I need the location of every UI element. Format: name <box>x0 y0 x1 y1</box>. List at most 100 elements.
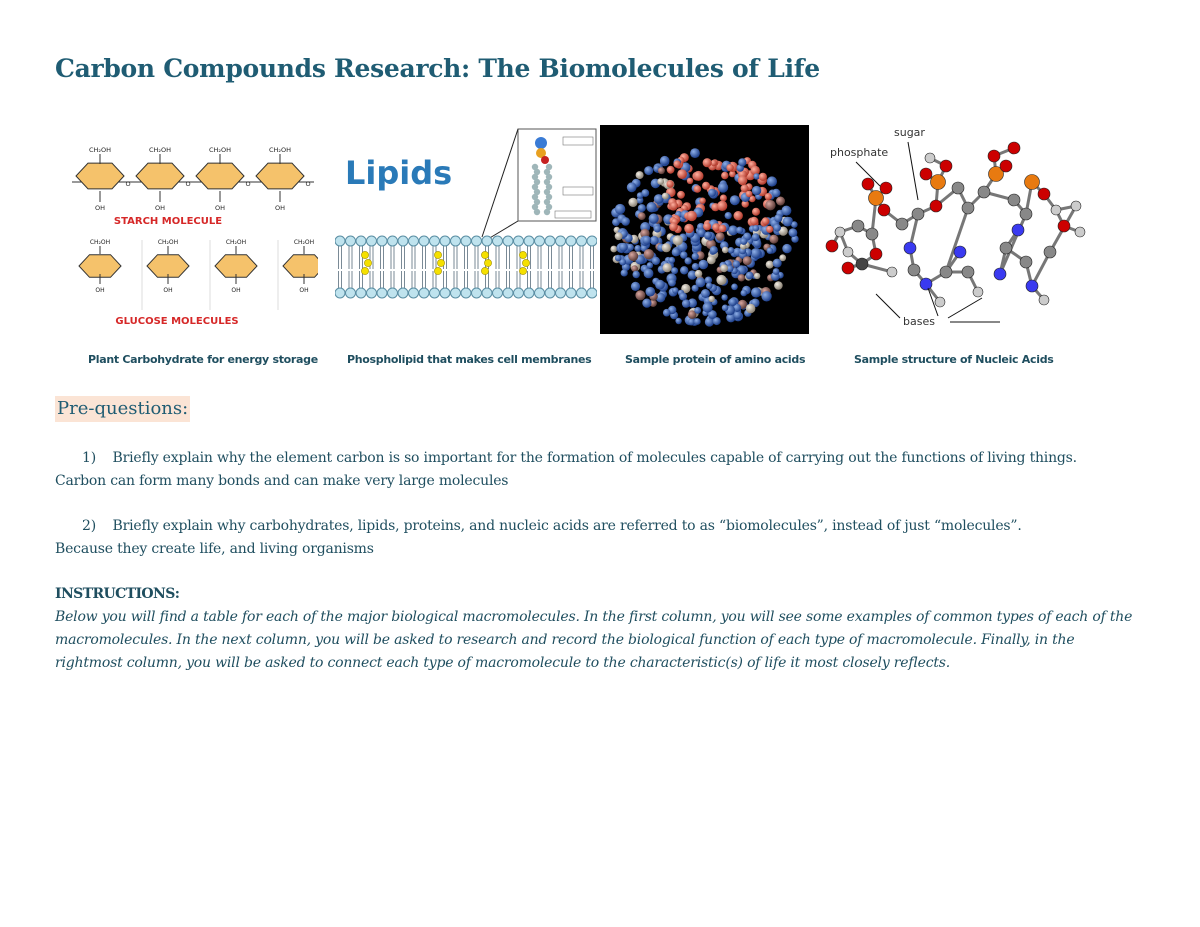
oh-label: OH <box>275 204 285 212</box>
atom <box>869 247 883 261</box>
oh-label: OH <box>95 287 104 294</box>
atom <box>939 159 953 173</box>
phospholipid <box>418 235 430 299</box>
atom <box>1011 223 1025 237</box>
oh-label: OH <box>95 204 105 212</box>
atom <box>929 199 943 213</box>
protein-image <box>600 125 809 334</box>
atom <box>961 265 975 279</box>
atom <box>972 286 984 298</box>
atom <box>868 190 884 206</box>
phosphate-label: phosphate <box>830 146 888 159</box>
lipids-heading: Lipids <box>345 154 452 192</box>
atom <box>834 226 846 238</box>
atom <box>861 177 875 191</box>
atom <box>1007 141 1021 155</box>
answer-2: Because they create life, and living org… <box>55 541 374 557</box>
instructions-heading: INSTRUCTIONS: <box>55 586 180 602</box>
o-label: O <box>245 180 250 188</box>
atom <box>842 246 854 258</box>
phospholipid <box>586 235 597 299</box>
nucleic-acid-image: sugar phosphate bases <box>818 122 1098 334</box>
atom <box>999 241 1013 255</box>
question-1: 1) Briefly explain why the element carbo… <box>82 450 1077 466</box>
instructions-body: Below you will find a table for each of … <box>55 609 1133 671</box>
phospholipid <box>481 235 493 299</box>
atom <box>911 207 925 221</box>
ch2oh-label: CH₂OH <box>269 146 291 154</box>
atom <box>1007 193 1021 207</box>
question-number: 1) <box>82 450 96 466</box>
glucose-ring: CH₂OH OH <box>146 239 190 294</box>
oh-label: OH <box>299 287 308 294</box>
atom <box>865 227 879 241</box>
nucleic-caption: Sample structure of Nucleic Acids <box>854 353 1054 366</box>
phospholipid <box>513 235 524 299</box>
atom <box>1024 174 1040 190</box>
phospholipid <box>523 235 535 299</box>
cholesterol <box>434 251 445 275</box>
cholesterol <box>481 251 492 275</box>
phospholipid <box>439 235 451 299</box>
atom <box>825 239 839 253</box>
phospholipid <box>460 235 472 299</box>
phospholipid <box>429 235 440 299</box>
phospholipid <box>492 235 503 299</box>
atom <box>1019 255 1033 269</box>
atom <box>961 201 975 215</box>
atom <box>953 245 967 259</box>
atom <box>977 185 991 199</box>
question-number: 2) <box>82 518 96 534</box>
atom <box>951 181 965 195</box>
oh-label: OH <box>215 204 225 212</box>
question-text: Briefly explain why the element carbon i… <box>112 450 1078 466</box>
starch-ring: CH₂OH OH O <box>135 146 191 212</box>
atom <box>988 166 1004 182</box>
glucose-label: GLUCOSE MOLECULES <box>115 316 238 327</box>
o-label: O <box>305 180 310 188</box>
question-2: 2) Briefly explain why carbohydrates, li… <box>82 518 1022 534</box>
ch2oh-label: CH₂OH <box>158 239 178 246</box>
atom <box>919 277 933 291</box>
cholesterol <box>361 251 372 275</box>
phospholipid <box>345 235 356 299</box>
atom <box>907 263 921 277</box>
phospholipid <box>471 235 482 299</box>
atom <box>851 219 865 233</box>
phospholipid <box>576 235 587 299</box>
atom <box>877 203 891 217</box>
atom <box>924 152 936 164</box>
phospholipid <box>366 235 377 299</box>
atom <box>919 167 933 181</box>
oh-label: OH <box>163 287 172 294</box>
phospholipid <box>544 235 556 299</box>
atom <box>886 266 898 278</box>
atom <box>879 181 893 195</box>
atom <box>855 257 869 271</box>
phospholipid <box>555 235 566 299</box>
phospholipid <box>387 235 398 299</box>
ch2oh-label: CH₂OH <box>226 239 246 246</box>
atom <box>1043 245 1057 259</box>
phospholipid <box>355 235 367 299</box>
cholesterol <box>519 251 530 275</box>
starch-label: STARCH MOLECULE <box>114 216 222 227</box>
oh-label: OH <box>155 204 165 212</box>
atom <box>987 149 1001 163</box>
atom <box>999 159 1013 173</box>
bases-label: bases <box>903 315 935 328</box>
o-label: O <box>185 180 190 188</box>
ch2oh-label: CH₂OH <box>209 146 231 154</box>
starch-caption: Plant Carbohydrate for energy storage <box>88 353 318 366</box>
lipids-caption: Phospholipid that makes cell membranes <box>347 353 592 366</box>
answer-1: Carbon can form many bonds and can make … <box>55 473 509 489</box>
ch2oh-label: CH₂OH <box>89 146 111 154</box>
atom <box>1019 207 1033 221</box>
atom <box>939 265 953 279</box>
ch2oh-label: CH₂OH <box>149 146 171 154</box>
protein-caption: Sample protein of amino acids <box>625 353 806 366</box>
phospholipid <box>397 235 409 299</box>
